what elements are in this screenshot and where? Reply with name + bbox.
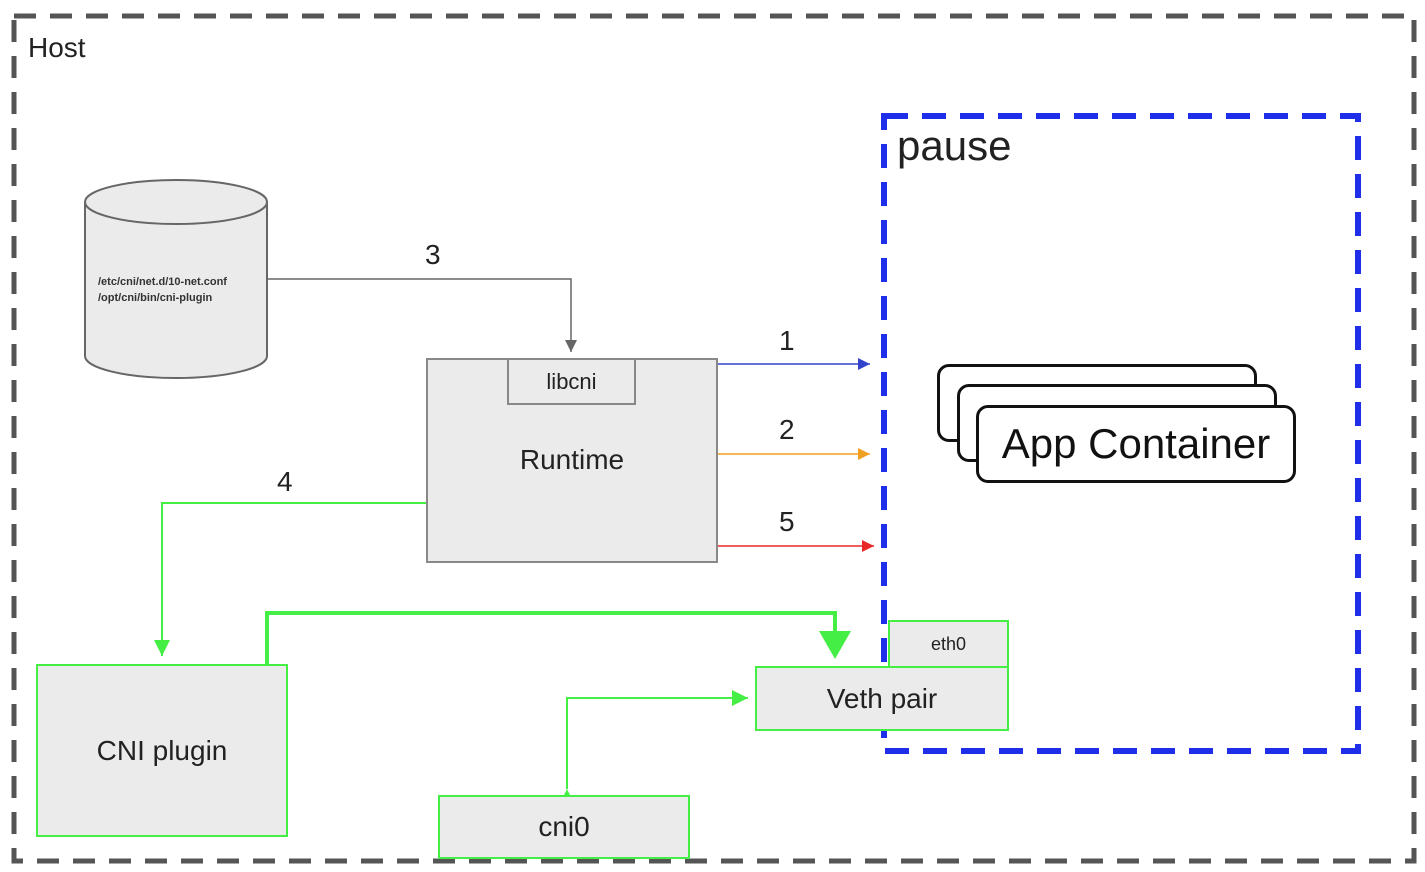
app-container-label: App Container xyxy=(1001,420,1271,467)
veth-pair-box: Veth pair xyxy=(755,666,1009,731)
step-label-4: 4 xyxy=(277,466,293,497)
arrow-step-4 xyxy=(154,502,427,656)
veth-pair-label: Veth pair xyxy=(826,682,938,714)
step-label-2: 2 xyxy=(779,414,795,445)
cni-plugin-label: CNI plugin xyxy=(96,734,228,766)
cni-plugin-box: CNI plugin xyxy=(36,664,288,837)
host-boundary xyxy=(11,13,1417,864)
storage-path-plugin: /opt/cni/bin/cni-plugin xyxy=(98,292,213,304)
host-label: Host xyxy=(28,32,86,63)
eth0-label: eth0 xyxy=(930,633,967,654)
libcni-box: libcni xyxy=(507,358,636,405)
arrow-cni-to-veth xyxy=(265,611,851,665)
step-label-5: 5 xyxy=(779,506,795,537)
libcni-label: libcni xyxy=(546,368,597,394)
runtime-label: Runtime xyxy=(519,443,625,475)
eth0-box: eth0 xyxy=(888,620,1009,668)
arrow-veth-cni0 xyxy=(559,690,748,805)
app-container-card-front: App Container xyxy=(976,405,1296,483)
pause-boundary xyxy=(881,113,1361,754)
step-label-1: 1 xyxy=(779,325,795,356)
storage-path-conf: /etc/cni/net.d/10-net.conf xyxy=(98,276,227,288)
pause-label: pause xyxy=(897,122,1012,169)
config-storage-cylinder xyxy=(84,179,268,379)
step-label-3: 3 xyxy=(425,239,441,270)
cni0-label: cni0 xyxy=(538,811,590,842)
cni0-box: cni0 xyxy=(438,795,690,859)
arrow-step-3 xyxy=(267,278,577,352)
